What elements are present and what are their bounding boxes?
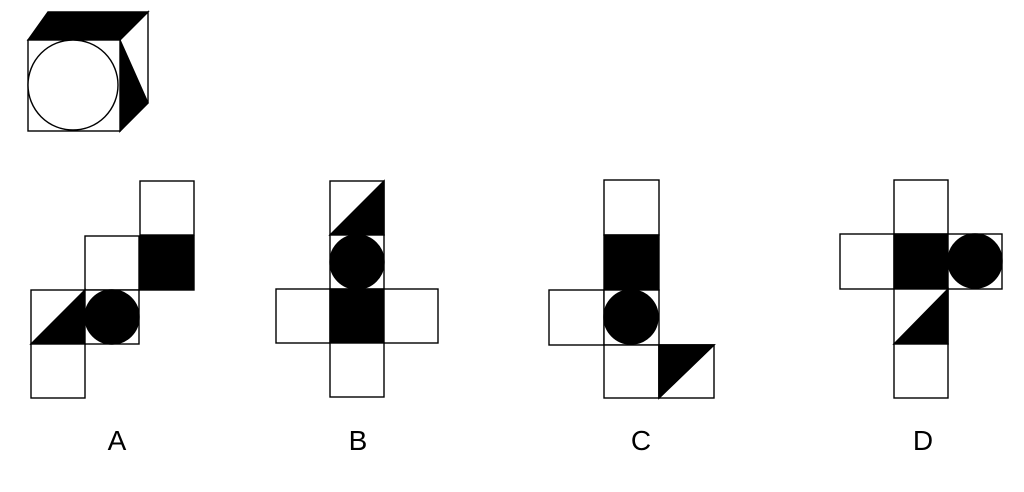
net-c-cell xyxy=(603,179,660,236)
option-a-label[interactable]: A xyxy=(107,425,127,456)
net-c-cell xyxy=(603,344,660,399)
net-b-cell xyxy=(329,342,385,398)
net-d-cell-black xyxy=(893,233,949,290)
net-a-cell xyxy=(139,180,195,236)
cube-front-circle xyxy=(27,39,119,131)
option-c-net[interactable] xyxy=(548,179,716,400)
net-b-circle xyxy=(329,234,385,290)
reference-cube xyxy=(26,10,150,133)
net-a-cell xyxy=(84,235,140,291)
net-a-cell-black xyxy=(139,235,195,291)
net-a-cell xyxy=(30,343,86,399)
net-b-cell-black xyxy=(329,288,385,344)
net-b-cell xyxy=(275,288,331,344)
net-c-cell-black xyxy=(603,234,660,291)
option-b-label[interactable]: B xyxy=(348,425,368,456)
net-c-cell xyxy=(548,289,605,346)
net-d-cell xyxy=(893,179,949,235)
option-a-net[interactable] xyxy=(29,180,195,399)
net-d-circle xyxy=(947,233,1003,289)
net-d-cell xyxy=(893,343,949,399)
net-b-cell xyxy=(383,288,439,344)
net-c-circle xyxy=(603,289,659,345)
option-d-label[interactable]: D xyxy=(912,425,934,456)
net-d-cell xyxy=(839,233,895,290)
net-a-circle xyxy=(84,289,140,345)
option-b-net[interactable] xyxy=(275,179,439,398)
option-c-label[interactable]: C xyxy=(630,425,652,456)
option-d-net[interactable] xyxy=(839,179,1003,399)
net-c-triangle-fill xyxy=(658,344,716,400)
